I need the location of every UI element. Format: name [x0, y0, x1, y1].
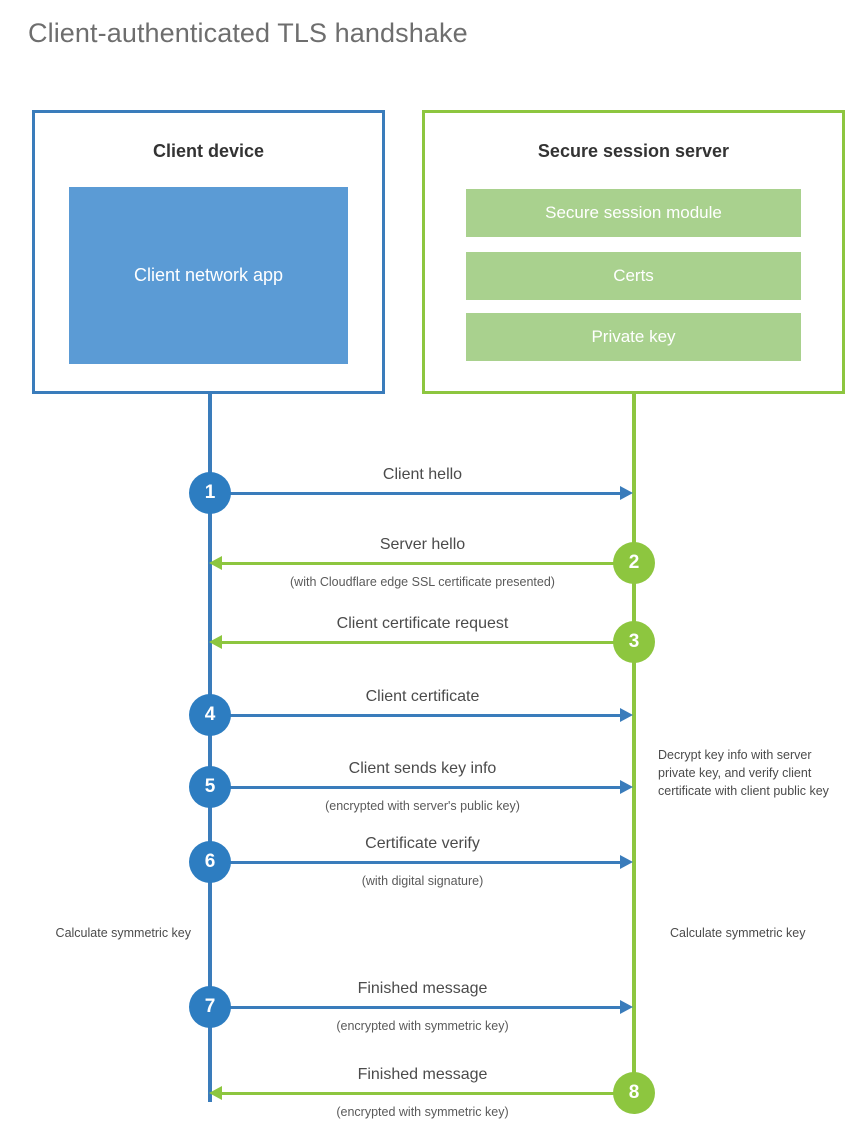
message-3-line — [222, 641, 632, 644]
message-1-line — [210, 492, 620, 495]
step-circle-6[interactable]: 6 — [189, 841, 231, 883]
note-calculate-symmetric-key-client: Calculate symmetric key — [55, 926, 191, 940]
message-2-arrowhead — [209, 556, 222, 570]
message-8-line — [222, 1092, 632, 1095]
secure-session-server-title: Secure session server — [537, 141, 730, 161]
client-device-title: Client device — [152, 141, 265, 161]
message-7-line — [210, 1006, 620, 1009]
message-8-label: Finished message — [357, 1066, 488, 1083]
message-2-line — [222, 562, 632, 565]
message-5-sublabel: (encrypted with server's public key) — [325, 799, 520, 813]
message-3-label: Client certificate request — [336, 615, 509, 632]
message-1-label: Client hello — [382, 466, 463, 483]
step-circle-2[interactable]: 2 — [613, 542, 655, 584]
server-block-certs: Certs — [466, 252, 801, 300]
message-8-sublabel: (encrypted with symmetric key) — [336, 1105, 509, 1119]
server-block-private-key: Private key — [466, 313, 801, 361]
page-title: Client-authenticated TLS handshake — [28, 18, 468, 48]
message-2-sublabel: (with Cloudflare edge SSL certificate pr… — [290, 575, 555, 589]
message-7-arrowhead — [620, 1000, 633, 1014]
message-3-arrowhead — [209, 635, 222, 649]
message-6-arrowhead — [620, 855, 633, 869]
message-6-label: Certificate verify — [365, 835, 480, 852]
server-block-secure-session-module: Secure session module — [466, 189, 801, 237]
message-6-sublabel: (with digital signature) — [361, 874, 484, 888]
step-circle-3[interactable]: 3 — [613, 621, 655, 663]
secure-session-server-box: Secure session server Secure session mod… — [422, 110, 845, 394]
step-circle-8[interactable]: 8 — [613, 1072, 655, 1114]
message-5-label: Client sends key info — [348, 760, 497, 777]
message-4-line — [210, 714, 620, 717]
message-6-line — [210, 861, 620, 864]
message-4-label: Client certificate — [365, 688, 480, 705]
step-circle-7[interactable]: 7 — [189, 986, 231, 1028]
message-5-arrowhead — [620, 780, 633, 794]
message-4-arrowhead — [620, 708, 633, 722]
client-lifeline — [208, 394, 212, 1102]
client-network-app-block: Client network app — [69, 187, 348, 364]
step-circle-4[interactable]: 4 — [189, 694, 231, 736]
message-7-sublabel: (encrypted with symmetric key) — [336, 1019, 509, 1033]
step-circle-1[interactable]: 1 — [189, 472, 231, 514]
message-2-label: Server hello — [379, 536, 466, 553]
message-1-arrowhead — [620, 486, 633, 500]
step-circle-5[interactable]: 5 — [189, 766, 231, 808]
message-8-arrowhead — [209, 1086, 222, 1100]
note-calculate-symmetric-key-server: Calculate symmetric key — [670, 926, 806, 940]
note-decrypt-key-info: Decrypt key info with server private key… — [658, 748, 829, 798]
message-7-label: Finished message — [357, 980, 488, 997]
server-lifeline — [632, 394, 636, 1094]
client-device-box: Client device Client network app — [32, 110, 385, 394]
message-5-line — [210, 786, 620, 789]
